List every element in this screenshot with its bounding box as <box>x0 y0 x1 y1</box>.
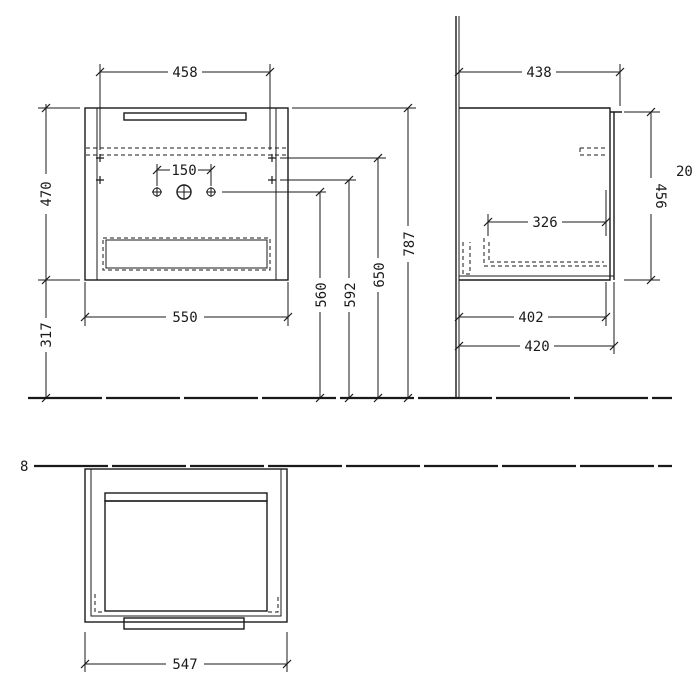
dim-420-label: 420 <box>524 339 549 355</box>
dim-456: 456 <box>624 107 668 285</box>
dim-470: 470 <box>38 103 80 285</box>
dim-438-label: 438 <box>526 65 551 81</box>
dim-547: 547 <box>80 632 292 673</box>
dim-592-label: 592 <box>343 282 359 307</box>
side-cut-label: 20 <box>676 164 693 180</box>
dim-560-label: 560 <box>314 282 330 307</box>
front-drawer-inner <box>105 239 268 269</box>
dim-470-label: 470 <box>39 181 55 206</box>
dim-458-label: 458 <box>172 65 197 81</box>
dim-787-label: 787 <box>402 231 418 256</box>
dim-456-label: 456 <box>652 183 668 208</box>
top-handle <box>123 617 245 630</box>
dim-420: 420 <box>454 282 619 355</box>
front-handle <box>123 112 247 121</box>
dim-550: 550 <box>80 282 293 326</box>
dim-317: 317 <box>39 280 55 403</box>
dim-592: 592 <box>280 175 359 403</box>
side-view: 438 326 402 420 <box>454 16 693 398</box>
top-cut-label: 8 <box>20 459 28 475</box>
dim-650-label: 650 <box>372 262 388 287</box>
front-cabinet-outline <box>84 107 289 281</box>
dim-150-label: 150 <box>171 163 196 179</box>
dim-458: 458 <box>95 64 275 150</box>
dim-402: 402 <box>454 282 611 326</box>
front-mount-holes <box>96 154 276 184</box>
dim-547-label: 547 <box>172 657 197 673</box>
top-cabinet-outline <box>84 468 288 623</box>
front-view: 458 150 550 <box>38 64 418 403</box>
top-drawer-front <box>104 492 268 502</box>
top-drawer-box <box>104 500 268 612</box>
dim-438: 438 <box>454 64 625 106</box>
dim-650: 650 <box>280 153 388 403</box>
dim-402-label: 402 <box>518 310 543 326</box>
side-hidden-drawer <box>462 238 608 275</box>
dim-317-label: 317 <box>39 322 55 347</box>
dim-787: 787 <box>292 103 418 403</box>
dim-326: 326 <box>483 190 611 236</box>
front-hidden-drawer <box>102 237 271 271</box>
side-cabinet-outline <box>459 107 611 281</box>
dim-550-label: 550 <box>172 310 197 326</box>
dim-150: 150 <box>152 163 216 186</box>
top-view: 8 547 <box>20 459 672 673</box>
side-front-panel <box>610 111 622 280</box>
dim-326-label: 326 <box>532 215 557 231</box>
